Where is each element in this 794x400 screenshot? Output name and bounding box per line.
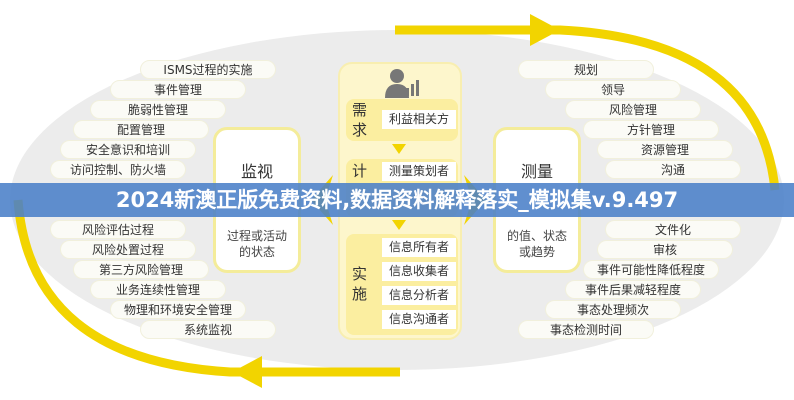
activity-pill: 安全意识和培训 bbox=[60, 140, 196, 159]
bottom-arc-arrow bbox=[13, 199, 400, 377]
activity-pill: 配置管理 bbox=[73, 120, 209, 139]
activity-pill: 领导 bbox=[545, 80, 681, 99]
measure-desc-1: 的值、状态 bbox=[506, 229, 567, 243]
top-arc-arrow bbox=[395, 25, 780, 191]
activity-pill: 风险处置过程 bbox=[60, 240, 196, 259]
implement-label: 实施 bbox=[352, 265, 368, 303]
activity-pill: 访问控制、防火墙 bbox=[50, 160, 186, 179]
top-arrowhead bbox=[530, 14, 560, 46]
requirement-section: 需求 利益相关方 bbox=[346, 99, 458, 141]
down-arrow-icon bbox=[392, 220, 406, 230]
activity-pill: 规划 bbox=[518, 60, 654, 79]
role-tag: 利益相关方 bbox=[382, 110, 456, 129]
title-banner: 2024新澳正版免费资料,数据资料解释落实_模拟集v.9.497 bbox=[0, 183, 794, 217]
activity-pill: 风险管理 bbox=[565, 100, 701, 119]
activity-pill: 事态检测时间 bbox=[518, 320, 654, 339]
activity-pill: 事件可能性降低程度 bbox=[583, 260, 719, 279]
activity-pill: ISMS过程的实施 bbox=[140, 60, 276, 79]
requirement-label: 需求 bbox=[352, 101, 368, 139]
role-tag: 测量策划者 bbox=[382, 162, 456, 181]
role-tag: 信息沟通者 bbox=[382, 310, 456, 329]
role-tag: 信息收集者 bbox=[382, 262, 456, 281]
activity-pill: 脆弱性管理 bbox=[90, 100, 226, 119]
person-chart-icon bbox=[385, 69, 419, 98]
bottom-arrowhead bbox=[232, 356, 262, 388]
activity-pill: 风险评估过程 bbox=[50, 220, 186, 239]
monitor-title: 监视 bbox=[240, 162, 273, 181]
activity-pill: 审核 bbox=[597, 240, 733, 259]
activity-pill: 文件化 bbox=[605, 220, 741, 239]
measure-title: 测量 bbox=[520, 162, 553, 181]
activity-pill: 资源管理 bbox=[597, 140, 733, 159]
measure-desc-2: 或趋势 bbox=[518, 245, 555, 259]
activity-pill: 事件后果减轻程度 bbox=[565, 280, 701, 299]
activity-pill: 方针管理 bbox=[583, 120, 719, 139]
role-tag: 信息分析者 bbox=[382, 286, 456, 305]
implement-section: 实施 信息所有者 信息收集者 信息分析者 信息沟通者 bbox=[346, 234, 458, 335]
activity-pill: 事态处理频次 bbox=[545, 300, 681, 319]
monitor-desc-2: 的状态 bbox=[238, 245, 275, 259]
plan-label: 计 bbox=[352, 162, 368, 180]
activity-pill: 沟通 bbox=[605, 160, 741, 179]
role-tag: 信息所有者 bbox=[382, 238, 456, 257]
monitor-desc-1: 过程或活动 bbox=[226, 229, 287, 243]
activity-pill: 事件管理 bbox=[110, 80, 246, 99]
activity-pill: 物理和环境安全管理 bbox=[110, 300, 246, 319]
activity-pill: 业务连续性管理 bbox=[90, 280, 226, 299]
activity-pill: 系统监视 bbox=[140, 320, 276, 339]
activity-pill: 第三方风险管理 bbox=[73, 260, 209, 279]
down-arrow-icon bbox=[392, 144, 406, 154]
